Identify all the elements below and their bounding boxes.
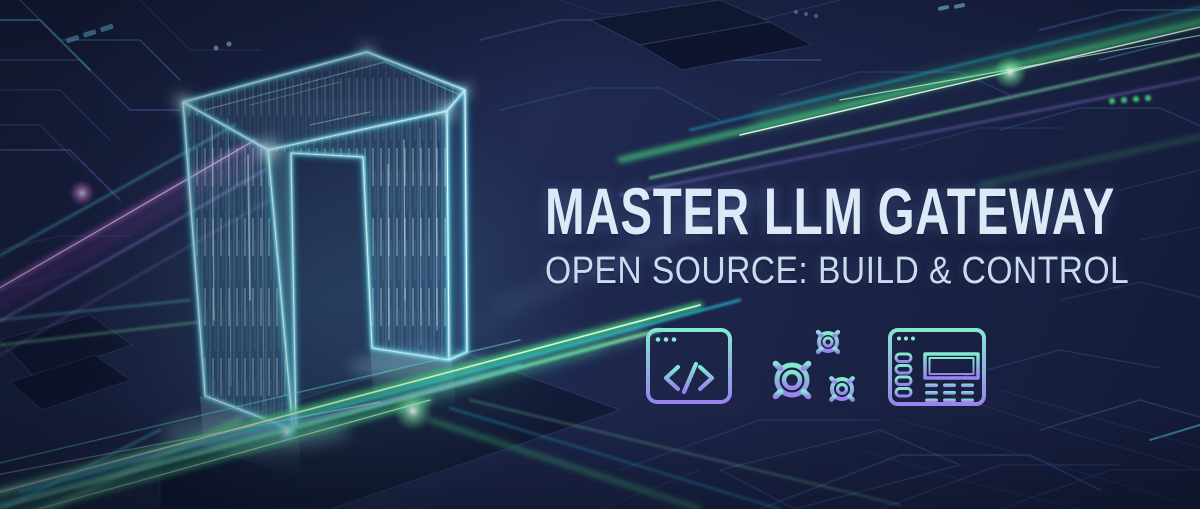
- dashboard-icon: [888, 328, 986, 406]
- light-beams-top-right: [617, 6, 1200, 196]
- banner-subtitle: OPEN SOURCE: BUILD & CONTROL: [545, 250, 1130, 292]
- light-beams-bottom: [0, 298, 901, 509]
- glowing-gateway-graphic: [160, 45, 490, 480]
- code-window-icon: [646, 328, 732, 404]
- banner-title: MASTER LLM GATEWAY: [545, 174, 1116, 248]
- gears-icon: [766, 325, 860, 407]
